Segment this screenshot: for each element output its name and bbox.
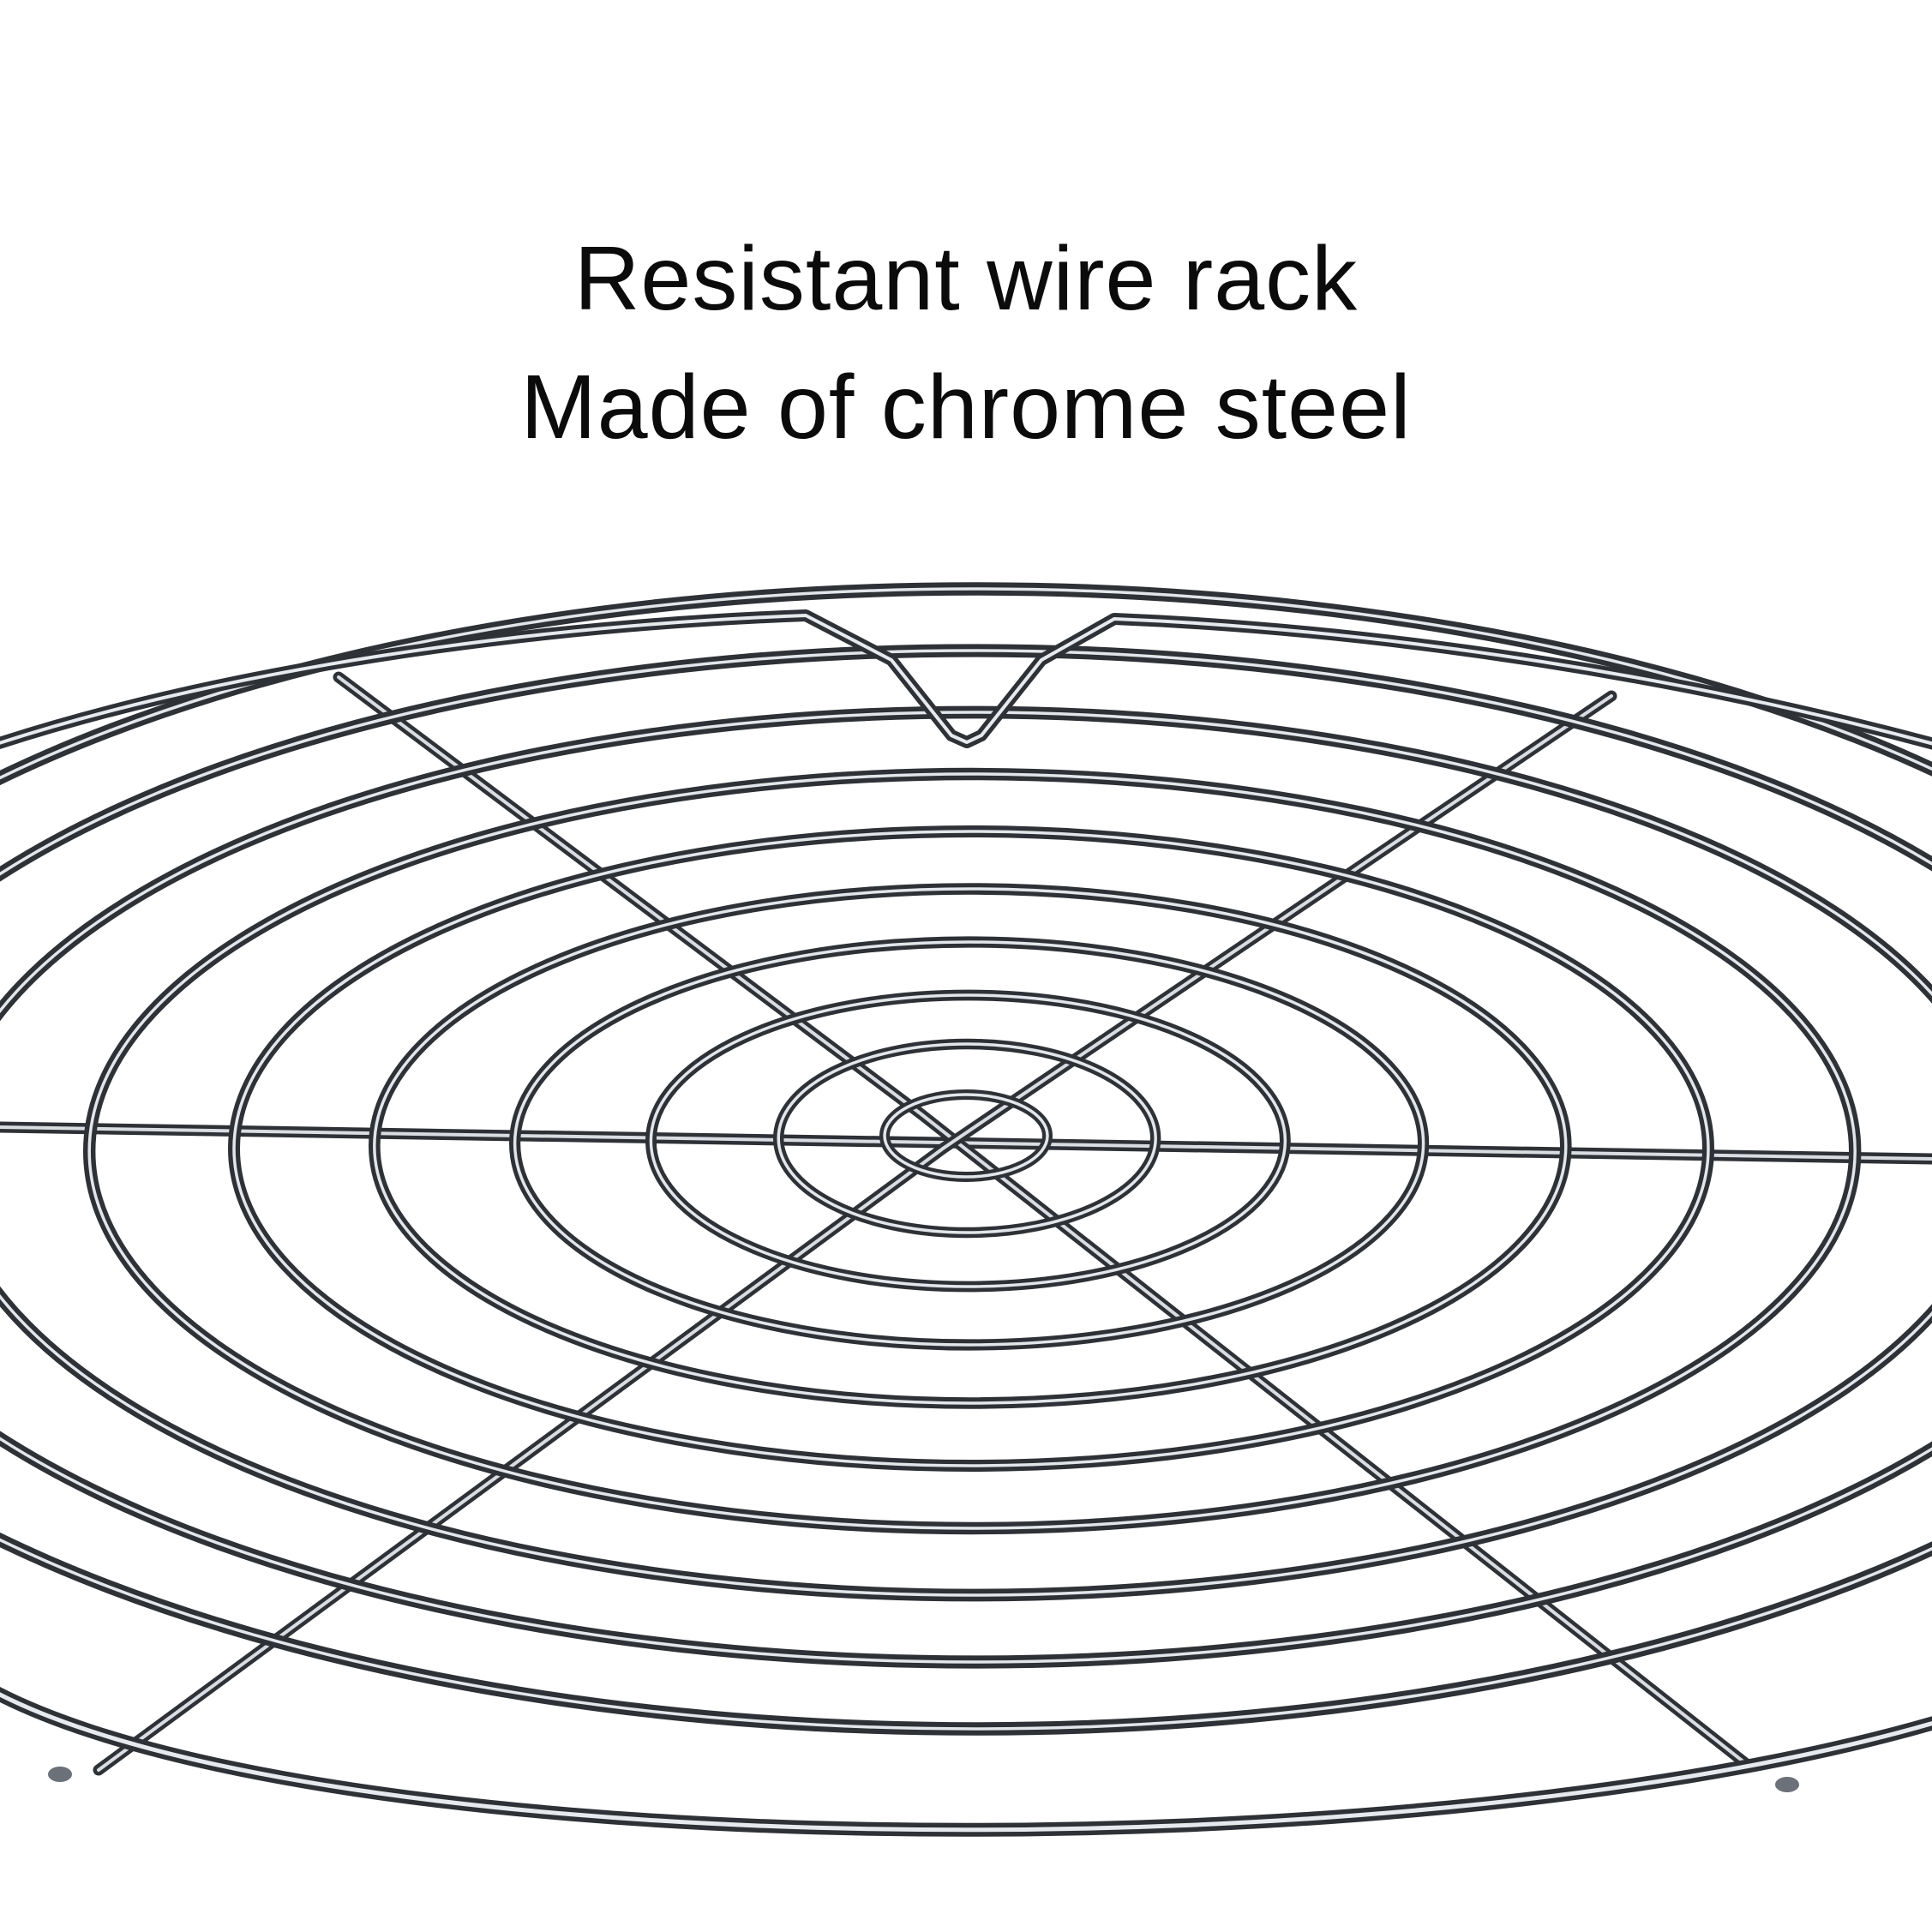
rack-feet	[48, 1767, 1799, 1792]
spoke-diagonal-right	[93, 690, 1617, 1776]
rack-ring-highlight-8	[0, 711, 1932, 1597]
rack-foot-left	[48, 1767, 72, 1782]
rack-spokes	[0, 671, 1932, 1776]
rack-rings	[0, 582, 1932, 1736]
rack-ring-highlight-6	[232, 830, 1710, 1467]
rack-ring-highlight-2	[777, 1042, 1157, 1234]
product-caption: Resistant wire rack Made of chrome steel	[0, 214, 1932, 471]
rack-ring-highlight-3	[649, 993, 1287, 1288]
rack-ring-highlight-5	[373, 887, 1568, 1405]
rack-ring-highlight-1	[883, 1093, 1049, 1179]
rack-outer-rim	[0, 609, 1932, 1837]
rack-ring-highlight-7	[87, 772, 1857, 1530]
caption-line-1: Resistant wire rack	[573, 228, 1359, 329]
rack-ring-highlight-4	[513, 940, 1425, 1347]
rack-ring-highlight-9	[0, 649, 1932, 1664]
caption-line-2: Made of chrome steel	[520, 357, 1412, 458]
rack-ring-highlight-10	[0, 587, 1932, 1731]
rack-foot-right	[1775, 1777, 1799, 1792]
